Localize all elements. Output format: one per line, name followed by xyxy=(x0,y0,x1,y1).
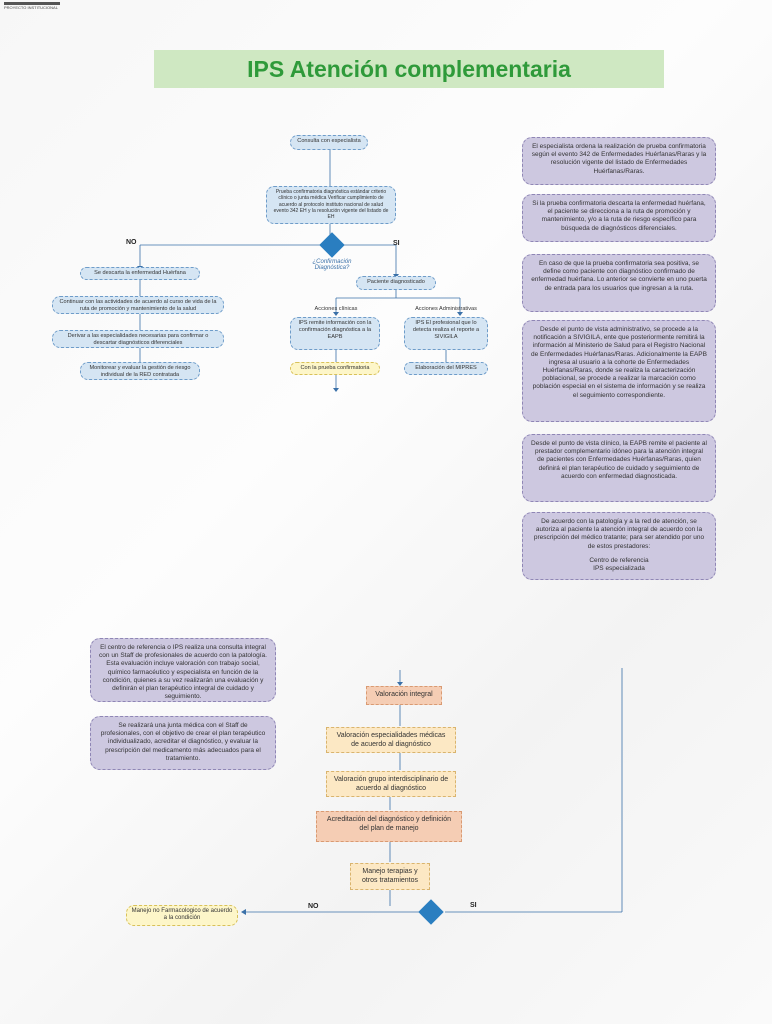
derivar-label: Derivar a las especialidades necesarias … xyxy=(67,333,209,346)
descarta-enfermedad-step: Se descarta la enfermedad Huérfana xyxy=(80,267,200,280)
acciones-admin-label: Acciones Administrativas xyxy=(415,306,477,312)
elaboracion-mipres-step: Elaboración del MIPRES xyxy=(404,362,488,375)
page-title: IPS Atención complementaria xyxy=(154,50,664,88)
note-centro-text: De acuerdo con la patología y a la red d… xyxy=(533,518,705,550)
prueba-confirmatoria-step: Prueba confirmatoria diagnóstica estánda… xyxy=(266,186,396,224)
note-especialista: El especialista ordena la realización de… xyxy=(522,137,716,185)
bottom-si-label: SI xyxy=(470,902,477,909)
especialidades-label: Valoración especialidades médicas de acu… xyxy=(336,732,446,748)
consulta-especialista-step: Consulta con especialista xyxy=(290,135,368,150)
top-si-label: SI xyxy=(393,240,400,247)
logo: PROYECTO INSTITUCIONAL xyxy=(4,2,60,18)
ips-remite-label: IPS remite información con la confirmaci… xyxy=(298,320,372,340)
note-clinico: Desde el punto de vista clínico, la EAPB… xyxy=(522,434,716,502)
manejo-terapias-step: Manejo terapias y otros tratamientos xyxy=(350,863,430,890)
valoracion-grupo-step: Valoración grupo interdisciplinario de a… xyxy=(326,771,456,797)
note-descarta: Si la prueba confirmatoria descarta la e… xyxy=(522,194,716,242)
continuar-label: Continuar con las actividades de acuerdo… xyxy=(59,299,217,312)
monitorear-label: Monitorear y evaluar la gestión de riesg… xyxy=(89,365,191,378)
descarta-label: Se descarta la enfermedad Huérfana xyxy=(94,270,186,276)
note-administrativo-text: Desde el punto de vista administrativo, … xyxy=(531,326,707,399)
ips-reporte-sivigila-step: IPS El profesional que lo detecta realiz… xyxy=(404,317,488,350)
elaboracion-label: Elaboración del MIPRES xyxy=(415,365,477,371)
note-junta-medica: Se realizará una junta médica con el Sta… xyxy=(90,716,276,770)
note-clinico-text: Desde el punto de vista clínico, la EAPB… xyxy=(531,440,707,480)
note-especialista-text: El especialista ordena la realización de… xyxy=(531,143,707,175)
bottom-no-label: NO xyxy=(308,903,319,910)
ips-remite-step: IPS remite información con la confirmaci… xyxy=(290,317,380,350)
ips-reporte-label: IPS El profesional que lo detecta realiz… xyxy=(412,320,480,340)
note-consulta-integral-text: El centro de referencia o IPS realiza un… xyxy=(99,644,267,701)
no-farma-label: Manejo no Farmacologico de acuerdo a la … xyxy=(131,908,233,921)
con-prueba-label: Con la prueba confirmatoria xyxy=(300,365,370,371)
note-centro-line1: Centro de referencia xyxy=(589,556,649,564)
paciente-diagnosticado-step: Paciente diagnosticado xyxy=(356,276,436,290)
derivar-especialidades-step: Derivar a las especialidades necesarias … xyxy=(52,330,224,348)
note-administrativo: Desde el punto de vista administrativo, … xyxy=(522,320,716,422)
consulta-label: Consulta con especialista xyxy=(297,138,361,144)
prueba-label: Prueba confirmatoria diagnóstica estánda… xyxy=(273,189,389,221)
continuar-actividades-step: Continuar con las actividades de acuerdo… xyxy=(52,296,224,314)
prueba-confirmatoria-note: Con la prueba confirmatoria xyxy=(290,362,380,375)
note-positiva-text: En caso de que la prueba confirmatoria s… xyxy=(531,260,707,292)
paciente-label: Paciente diagnosticado xyxy=(367,279,425,285)
valoracion-especialidades-step: Valoración especialidades médicas de acu… xyxy=(326,727,456,753)
note-centro-referencia: De acuerdo con la patología y a la red d… xyxy=(522,512,716,580)
note-junta-medica-text: Se realizará una junta médica con el Sta… xyxy=(100,722,266,762)
note-positiva: En caso de que la prueba confirmatoria s… xyxy=(522,254,716,312)
note-centro-line2: IPS especializada xyxy=(593,565,645,573)
monitorear-step: Monitorear y evaluar la gestión de riesg… xyxy=(80,362,200,380)
acreditacion-label: Acreditación del diagnóstico y definició… xyxy=(326,816,452,832)
valoracion-integral-step: Valoración integral xyxy=(366,686,442,705)
top-no-label: NO xyxy=(126,239,137,246)
grupo-label: Valoración grupo interdisciplinario de a… xyxy=(333,776,449,792)
valoracion-label: Valoración integral xyxy=(375,691,433,698)
acciones-clinicas-label: Acciones clínicas xyxy=(314,306,358,312)
note-descarta-text: Si la prueba confirmatoria descarta la e… xyxy=(532,200,706,232)
confirmacion-question: ¿Confirmación Diagnóstica? xyxy=(312,259,352,271)
note-consulta-integral: El centro de referencia o IPS realiza un… xyxy=(90,638,276,702)
acreditacion-diagnostico-step: Acreditación del diagnóstico y definició… xyxy=(316,811,462,842)
manejo-label: Manejo terapias y otros tratamientos xyxy=(361,868,419,884)
manejo-no-farmacologico-step: Manejo no Farmacologico de acuerdo a la … xyxy=(126,905,238,926)
